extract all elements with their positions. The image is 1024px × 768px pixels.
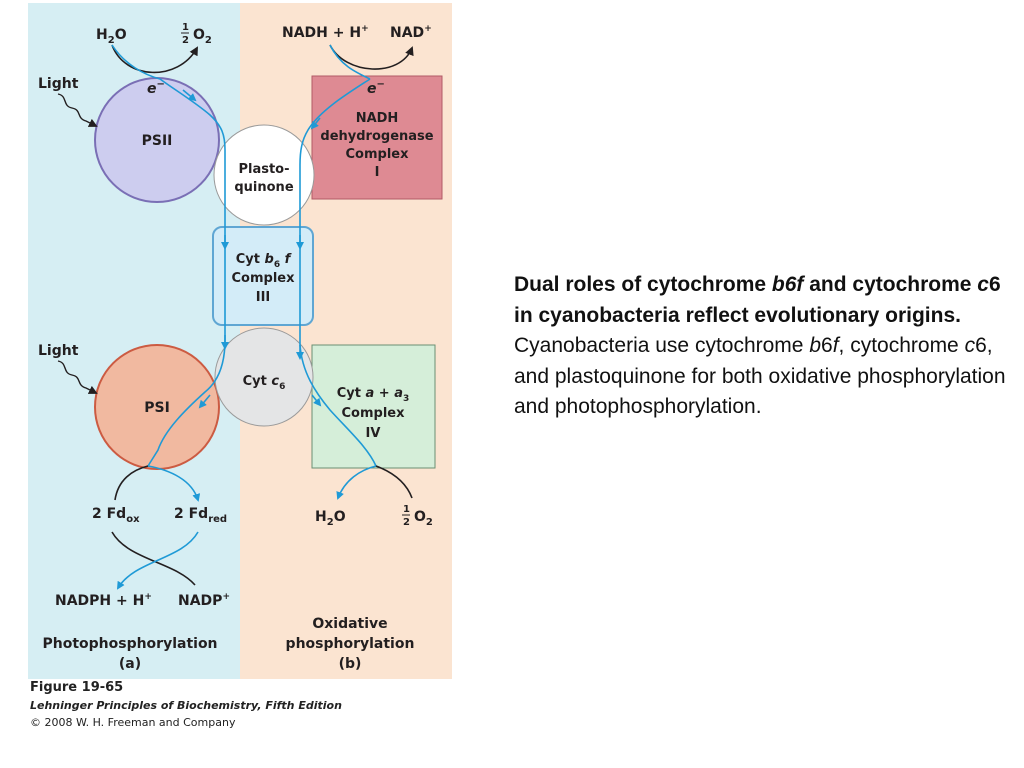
nadh-electron-curve: [329, 44, 371, 80]
photo-electron-path: [159, 78, 226, 230]
panel-b-label-2: phosphorylation: [286, 636, 415, 652]
ferredoxin-left-curve: [114, 465, 149, 501]
caption-normal-1: Cyanobacteria use cytochrome: [514, 334, 810, 357]
caption-bold-2: and cytochrome: [803, 273, 978, 296]
half-denominator-bottom: 2: [403, 517, 410, 528]
caption-normal-4: 6, and plastoquinone for both oxidative …: [514, 334, 1006, 418]
caption-normal-3: , cytochrome: [838, 334, 965, 357]
photo-electron-path-2: [147, 230, 226, 467]
light-arrow-top: [57, 93, 98, 127]
plastoquinone-label-1: Plasto-: [238, 162, 289, 177]
light-label-top: Light: [38, 76, 79, 92]
copyright-line: © 2008 W. H. Freeman and Company: [30, 716, 236, 729]
arrow-psii-entry: [182, 89, 197, 102]
light-label-bottom: Light: [38, 343, 79, 359]
caption-bold-italic-2: c: [977, 273, 989, 296]
cytb6f-line-1: Cyt b6 f: [236, 252, 293, 270]
water-oxidation-arrow: [111, 44, 198, 74]
caption-bold-italic-1: b6f: [771, 273, 804, 296]
fd-ox-label: 2 Fdox: [92, 506, 140, 525]
cytb6f-line-3: III: [256, 290, 271, 305]
nadph-h-label: NADPH + H+: [55, 592, 152, 609]
caption-italic-2: f: [832, 334, 839, 357]
half-numerator-top: 1: [182, 22, 189, 33]
book-title: Lehninger Principles of Biochemistry, Fi…: [30, 699, 342, 712]
cyt-aa3-box: [311, 344, 436, 469]
oxygen-reduction-blue: [336, 465, 377, 500]
nadp-reduction-blue: [116, 531, 199, 590]
caption-normal-2: 6: [821, 334, 833, 357]
fd-red-label: 2 Fdred: [174, 506, 227, 525]
half-numerator-bottom: 1: [403, 504, 410, 515]
plastoquinone-label-2: quinone: [234, 180, 293, 195]
cytaa3-line-2: Complex: [342, 406, 406, 421]
arrow-cytaa3-entry: [311, 394, 322, 407]
arrow-psi-entry: [198, 394, 211, 409]
nadh-complex-line-1: NADH: [356, 111, 399, 126]
plastoquinone-circle: [213, 124, 315, 226]
nadh-h-label: NADH + H+: [282, 24, 369, 41]
panel-a-label-1: Photophosphorylation: [42, 636, 217, 652]
nadh-complex-line-3: Complex: [346, 147, 410, 162]
cyt-c6-circle: [214, 327, 314, 427]
half-denominator-top: 2: [182, 35, 189, 46]
figure-number: Figure 19-65: [30, 680, 124, 695]
oxidative-electron-path-2: [299, 230, 377, 467]
water-electron-curve: [111, 44, 161, 80]
o2-bottom-label: O2: [414, 509, 433, 528]
light-arrow-bottom: [57, 360, 98, 394]
psii-label: PSII: [142, 133, 173, 149]
panel-b-label-3: (b): [339, 656, 362, 672]
o2-top-label: O2: [193, 27, 212, 46]
oxygen-reduction-black: [375, 465, 413, 499]
nadh-oxidation-arrow: [329, 44, 414, 70]
electron-label-left: e−: [147, 79, 165, 97]
arrow-nadh-entry: [310, 117, 321, 130]
nadp-label: NADP+: [178, 592, 230, 609]
nadp-reduction-black: [111, 531, 196, 586]
figure-19-65: H2O 1 2 O2 NADH + H+ NAD+ e− e− Light Li…: [0, 0, 460, 740]
oxidative-electron-path: [299, 78, 371, 230]
cytc6-label: Cyt c6: [243, 374, 286, 392]
nadh-complex-line-4: I: [375, 165, 380, 180]
panel-b-label-1: Oxidative: [312, 616, 387, 632]
cytaa3-line-1: Cyt a + a3: [337, 386, 410, 404]
figure-caption: Dual roles of cytochrome b6f and cytochr…: [514, 270, 1014, 423]
panel-a-label-2: (a): [119, 656, 141, 672]
psi-circle: [94, 344, 220, 470]
electron-label-right: e−: [367, 79, 385, 97]
h2o-bottom-label: H2O: [315, 509, 346, 528]
psi-label: PSI: [144, 400, 170, 416]
caption-italic-1: b: [809, 334, 821, 357]
caption-bold-1: Dual roles of cytochrome: [514, 273, 772, 296]
h2o-top-label: H2O: [96, 27, 127, 46]
cytaa3-line-3: IV: [366, 426, 381, 441]
caption-italic-3: c: [964, 334, 976, 357]
nadh-complex-line-2: dehydrogenase: [320, 129, 433, 144]
cyt-b6f-box: [212, 226, 314, 326]
pathway-diagram: H2O 1 2 O2 NADH + H+ NAD+ e− e− Light Li…: [28, 3, 452, 679]
ferredoxin-arrow: [147, 465, 201, 502]
cytb6f-line-2: Complex: [232, 271, 296, 286]
nad-label: NAD+: [390, 24, 432, 41]
caption-bold-3: 6 in cyanobacteria reflect evolutionary …: [514, 273, 1001, 327]
nadh-dehydrogenase-box: [311, 75, 443, 200]
